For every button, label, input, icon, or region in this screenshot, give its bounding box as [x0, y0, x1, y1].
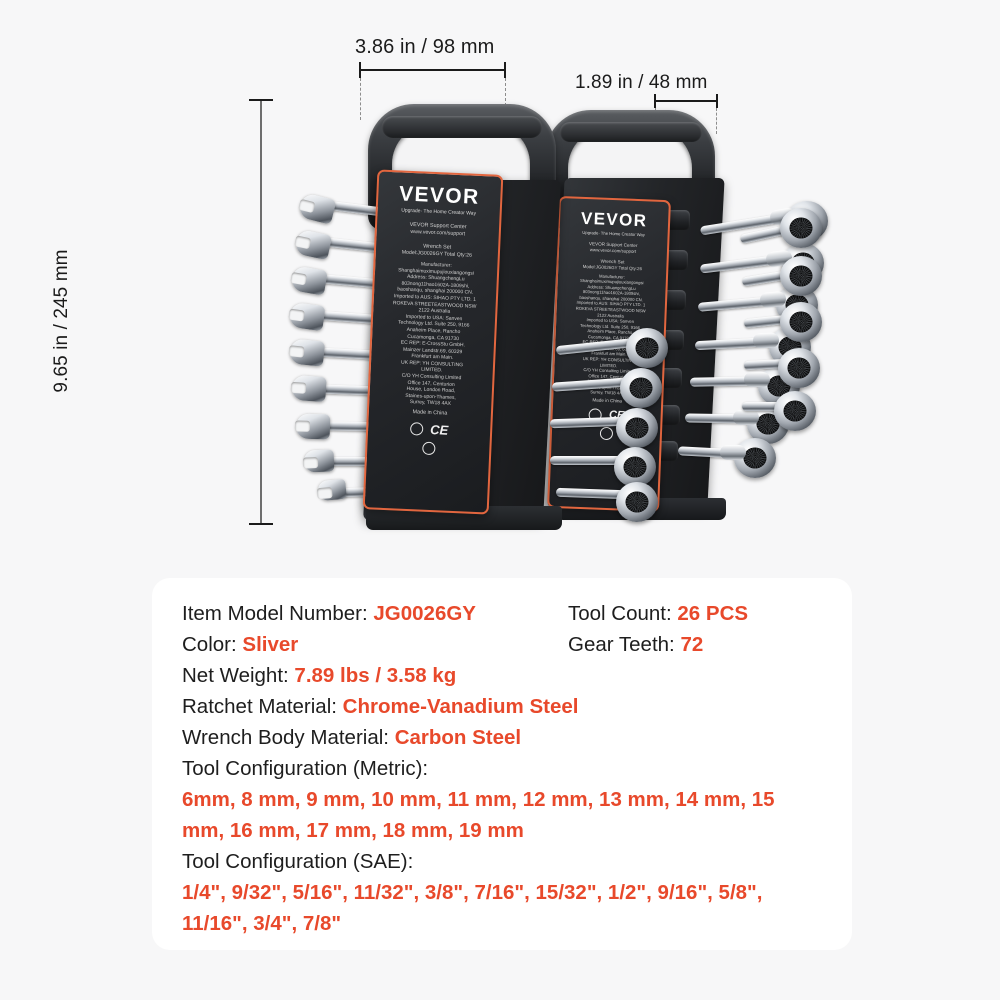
- dimension-extension-left: [360, 78, 361, 120]
- dimension-cap-left: [359, 62, 361, 78]
- spec-label-ratchet-material: Ratchet Material:: [182, 695, 343, 718]
- spec-row-tool-count: Tool Count: 26 PCS: [568, 598, 748, 629]
- spec-row-net-weight: Net Weight: 7.89 lbs / 3.58 kg: [182, 660, 822, 691]
- spec-label-color: Color:: [182, 633, 243, 656]
- spec-value-gear-teeth: 72: [680, 633, 704, 656]
- rack-handle-grip-rear: [560, 122, 702, 142]
- spec-top-grid: Item Model Number: JG0026GY Color: Slive…: [182, 598, 822, 660]
- dimension-cap-top: [249, 99, 273, 101]
- ce-mark: CE: [429, 422, 449, 438]
- spec-sae-heading: Tool Configuration (SAE):: [182, 850, 414, 873]
- spec-label-model: Item Model Number:: [182, 602, 374, 625]
- spec-value-model: JG0026GY: [373, 602, 476, 625]
- dimension-cap-right-right: [716, 94, 718, 108]
- dimension-line-height: [260, 100, 262, 524]
- spec-row-gear-teeth: Gear Teeth: 72: [568, 629, 748, 660]
- spec-label-tool-count: Tool Count:: [568, 602, 678, 625]
- spec-label-net-weight: Net Weight:: [182, 664, 295, 687]
- dimension-label-width-right: 1.89 in / 48 mm: [575, 72, 708, 93]
- dimension-cap-bottom: [249, 523, 273, 525]
- dimension-line-width-top: [360, 69, 506, 71]
- spec-value-body-material: Carbon Steel: [394, 726, 522, 749]
- wheelie-bin-icon: [409, 422, 424, 436]
- spec-value-color: Sliver: [242, 633, 299, 656]
- spec-metric-heading: Tool Configuration (Metric):: [182, 757, 429, 780]
- spec-sae-values: 1/4", 9/32", 5/16", 11/32", 3/8", 7/16",…: [182, 881, 763, 935]
- product-label-front: VEVOR Upgrade· The Home Creator Way VEVO…: [362, 169, 504, 515]
- spec-label-gear-teeth: Gear Teeth:: [568, 633, 681, 656]
- brand-name: VEVOR: [398, 182, 481, 209]
- compliance-marks: CE: [374, 420, 485, 440]
- spec-metric-values: 6mm, 8 mm, 9 mm, 10 mm, 11 mm, 12 mm, 13…: [182, 788, 775, 842]
- recycle-icon: [421, 441, 436, 456]
- dimension-line-width-right: [655, 100, 717, 102]
- recycle-icon-rear: [599, 426, 613, 441]
- spec-row-model: Item Model Number: JG0026GY: [182, 598, 822, 629]
- spec-right-column: Tool Count: 26 PCS Gear Teeth: 72: [568, 598, 748, 660]
- spec-row-color: Color: Sliver: [182, 629, 822, 660]
- product-image-wrench-set: VEVOR Upgrade· The Home Creator Way VEVO…: [0, 0, 1000, 560]
- spec-value-tool-count: 26 PCS: [677, 602, 749, 625]
- dimension-extension-right-right: [716, 108, 717, 134]
- spec-label-body-material: Wrench Body Material:: [182, 726, 395, 749]
- rack-handle-grip-front: [382, 116, 542, 138]
- spec-row-body-material: Wrench Body Material: Carbon Steel: [182, 722, 822, 753]
- recycle-mark: [373, 440, 483, 458]
- spec-row-ratchet-material: Ratchet Material: Chrome-Vanadium Steel: [182, 691, 822, 722]
- dimension-label-width-top: 3.86 in / 98 mm: [355, 36, 495, 58]
- spec-value-net-weight: 7.89 lbs / 3.58 kg: [294, 664, 457, 687]
- dimension-cap-right-left: [654, 94, 656, 108]
- label-made-in: Made in China: [412, 409, 448, 417]
- spec-value-ratchet-material: Chrome-Vanadium Steel: [342, 695, 579, 718]
- dimension-cap-right: [504, 62, 506, 78]
- specification-card: Item Model Number: JG0026GY Color: Slive…: [152, 578, 852, 950]
- brand-name-rear: VEVOR: [580, 208, 648, 231]
- dimension-extension-right: [505, 78, 506, 126]
